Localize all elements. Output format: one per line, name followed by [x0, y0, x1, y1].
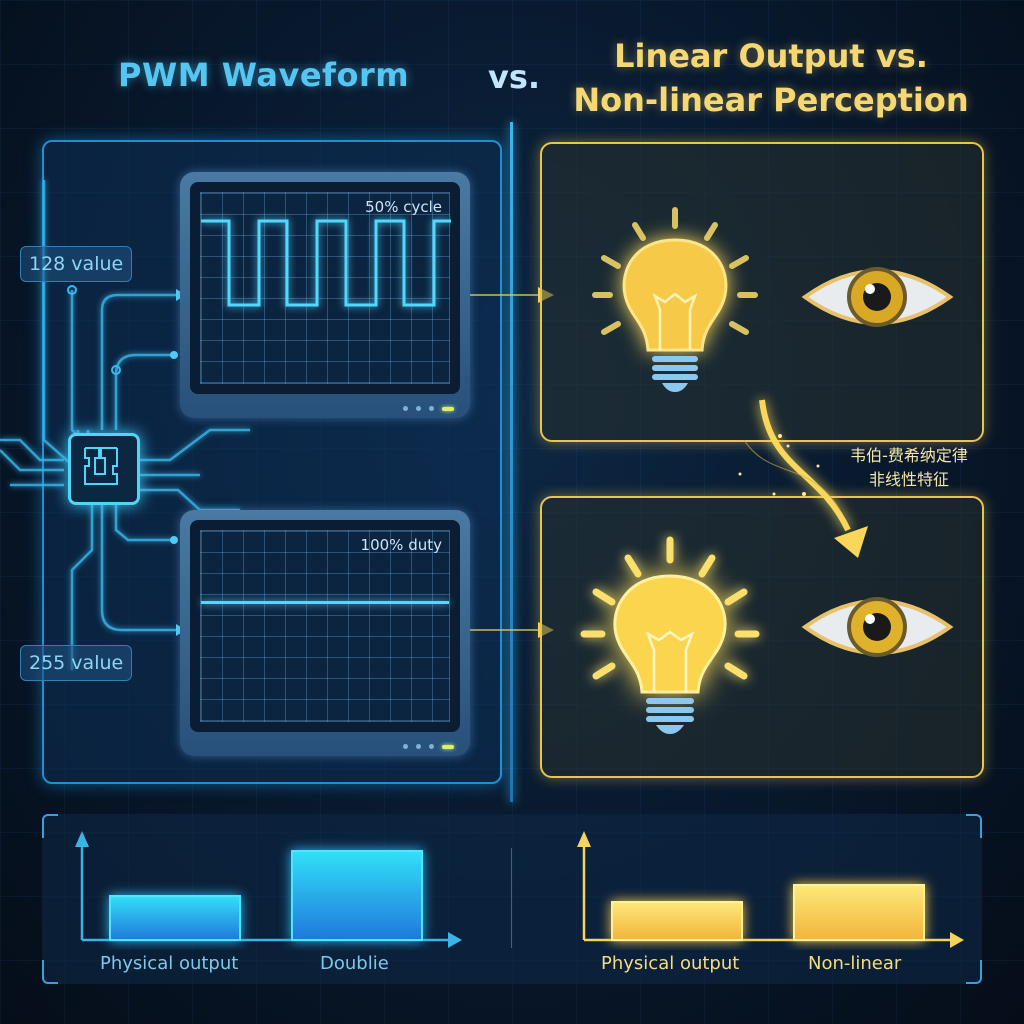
bar-label-doublie: Doublie: [320, 953, 389, 974]
center-divider: [510, 122, 513, 802]
annotation-line2: 非线性特征: [868, 470, 949, 489]
scope-label-bottom: 100% duty: [360, 536, 442, 554]
microcontroller-chip-icon: [68, 433, 140, 505]
flat-line-icon: [201, 601, 449, 604]
title-right-line1: Linear Output vs.: [614, 37, 928, 75]
eye-icon: [801, 597, 954, 657]
value-badge-128: 128 value: [20, 246, 133, 282]
annotation-line1: 韦伯-费希纳定律: [850, 446, 968, 465]
bar-label-physical-output: Physical output: [100, 953, 239, 974]
oscilloscope-top: 50% cycle: [180, 172, 470, 418]
title-vs: vs.: [488, 58, 541, 96]
lightbulb-icon: [592, 207, 758, 392]
bar-label-non-linear: Non-linear: [808, 953, 902, 974]
title-linear-vs-nonlinear: Linear Output vs. Non-linear Perception: [566, 34, 976, 122]
power-led-icon: [442, 744, 454, 749]
power-led-icon: [442, 406, 454, 411]
title-pwm-waveform: PWM Waveform: [118, 56, 410, 94]
value-badge-255: 255 value: [20, 645, 133, 681]
bar-label-physical-output: Physical output: [601, 953, 740, 974]
curved-arrow-icon: [738, 399, 868, 558]
square-wave-icon: [201, 219, 451, 307]
weber-fechner-annotation: 韦伯-费希纳定律 非线性特征: [824, 444, 994, 492]
scope-screen-bottom: [200, 530, 450, 722]
oscilloscope-bottom: 100% duty: [180, 510, 470, 756]
title-right-line2: Non-linear Perception: [573, 81, 969, 119]
bar-chart-nonlinear: [577, 831, 964, 948]
eye-icon: [801, 267, 954, 327]
scope-screen-top: [200, 192, 451, 384]
scope-indicators: [403, 406, 454, 411]
bar-chart-linear: [75, 831, 462, 948]
scope-indicators: [403, 744, 454, 749]
chart-divider: [511, 848, 512, 948]
scope-label-top: 50% cycle: [365, 198, 442, 216]
lightbulb-icon: [580, 536, 760, 734]
